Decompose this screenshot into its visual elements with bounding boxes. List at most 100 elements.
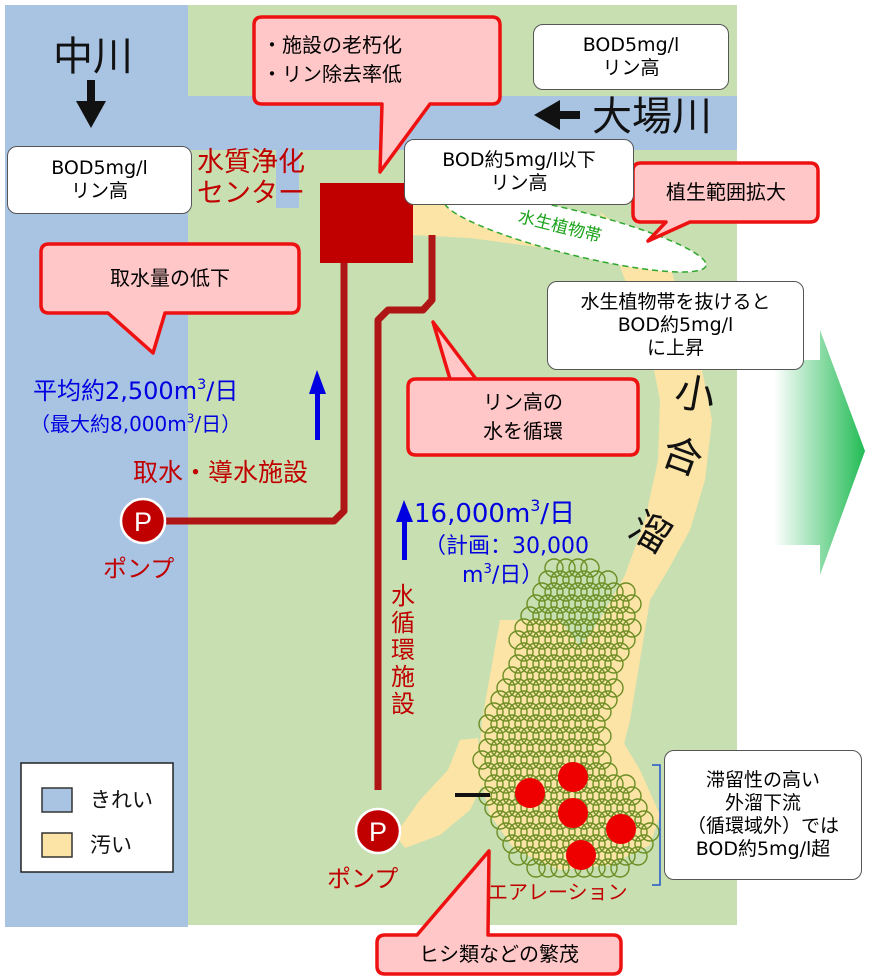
plant-circle <box>568 582 588 602</box>
plant-circle <box>574 570 594 590</box>
info-box-left: BOD5mg/l リン高 <box>7 146 192 214</box>
plant-circle <box>622 618 642 638</box>
plant-circle <box>526 618 546 638</box>
plant-circle <box>538 714 558 734</box>
plant-circle <box>580 630 600 650</box>
plant-circle <box>514 834 534 854</box>
plant-circle <box>538 834 558 854</box>
plant-circle <box>550 786 570 806</box>
plant-circle <box>604 846 624 866</box>
plant-circle <box>556 702 576 722</box>
plant-circle <box>532 822 552 842</box>
plant-circle <box>592 606 612 626</box>
callout-vegetation: 植生範囲拡大 <box>666 180 786 204</box>
plant-circle <box>610 642 630 662</box>
plant-circle <box>592 582 612 602</box>
info-box-center: BOD約5mg/l以下 リン高 <box>404 139 634 205</box>
plant-circle <box>568 630 588 650</box>
plant-circle <box>598 642 618 662</box>
plant-circle <box>508 846 528 866</box>
plant-circle <box>532 678 552 698</box>
callout-water-chestnut: ヒシ類などの繁茂 <box>419 942 579 966</box>
aquatic-plant-zone <box>443 193 707 273</box>
plant-circle <box>550 690 570 710</box>
plant-circle <box>586 618 606 638</box>
plant-circle <box>628 846 648 866</box>
plant-circle <box>544 678 564 698</box>
plant-circle <box>568 678 588 698</box>
plant-circle <box>562 642 582 662</box>
plant-circle <box>508 678 528 698</box>
plant-circle <box>562 594 582 614</box>
plant-circle <box>604 606 624 626</box>
plant-circle <box>604 678 624 698</box>
plant-circle <box>568 726 588 746</box>
plant-circle <box>592 726 612 746</box>
obagawa-label: 大場川 <box>592 94 712 140</box>
pump-left-label: ポンプ <box>103 555 175 583</box>
aeration-dot <box>566 840 596 870</box>
plant-circle <box>490 810 510 830</box>
callout-aging-shape <box>252 15 502 174</box>
plant-circle <box>610 618 630 638</box>
legend-swatch-dirty <box>41 832 73 858</box>
callout-circulate-shape <box>406 320 640 457</box>
callout-circulate: リン高の 水を循環 <box>483 390 563 443</box>
intake-average-flow: 平均約2,500m3/日 <box>33 376 239 405</box>
plant-circle <box>526 834 546 854</box>
plant-circle <box>580 750 600 770</box>
info-box-bottom-right: 滞留性の高い 外溜下流 （循環域外）では BOD約5mg/l超 <box>664 750 862 880</box>
plant-circle <box>574 594 594 614</box>
plant-circle <box>592 630 612 650</box>
plant-circle <box>526 738 546 758</box>
plant-circle <box>502 834 522 854</box>
plant-circle <box>490 690 510 710</box>
plant-circle <box>580 726 600 746</box>
plant-circle <box>586 786 606 806</box>
plant-circle <box>544 750 564 770</box>
plant-circle <box>484 750 504 770</box>
plant-circle <box>586 666 606 686</box>
plant-circle <box>484 726 504 746</box>
plant-circle <box>568 654 588 674</box>
plant-circle <box>574 642 594 662</box>
plant-circle <box>538 810 558 830</box>
retention-bracket <box>652 764 661 886</box>
plant-circle <box>580 678 600 698</box>
plant-circle <box>574 738 594 758</box>
plant-circle <box>484 774 504 794</box>
plant-circle <box>526 642 546 662</box>
plant-circle <box>508 750 528 770</box>
plant-circle <box>520 678 540 698</box>
plant-circle <box>544 606 564 626</box>
plant-circle <box>556 606 576 626</box>
info-box-aquatic: 水生植物帯を抜けると BOD約5mg/l に上昇 <box>547 281 804 370</box>
plant-circle <box>562 714 582 734</box>
plant-circle <box>526 594 546 614</box>
plant-circle <box>568 606 588 626</box>
plant-circle <box>604 630 624 650</box>
plant-circle <box>496 702 516 722</box>
aeration-dot <box>558 798 588 828</box>
plant-circle <box>520 606 540 626</box>
plant-circle <box>580 702 600 722</box>
plant-circle <box>520 702 540 722</box>
plant-circle <box>592 702 612 722</box>
plant-circle <box>622 594 642 614</box>
plant-circle <box>598 618 618 638</box>
plant-circle <box>544 726 564 746</box>
plant-circle <box>526 858 546 878</box>
plant-circle <box>544 846 564 866</box>
plant-circle <box>550 858 570 878</box>
plant-circle <box>478 738 498 758</box>
plant-circle <box>526 810 546 830</box>
plant-circle <box>532 606 552 626</box>
plant-circle <box>532 630 552 650</box>
plant-circle <box>514 666 534 686</box>
plant-circle <box>502 762 522 782</box>
plant-circle <box>604 654 624 674</box>
legend-label-clean: きれい <box>90 788 153 812</box>
plant-circle <box>544 582 564 602</box>
plant-circle <box>538 642 558 662</box>
plant-circle <box>502 690 522 710</box>
